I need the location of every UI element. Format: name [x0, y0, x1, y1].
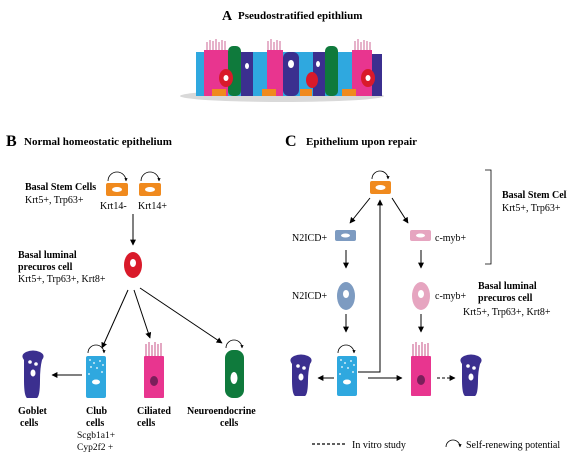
- panel-a-letter: A: [222, 9, 233, 24]
- b-ciliated-label2: cells: [137, 418, 155, 429]
- c-cmyb-basal-label: c-myb+: [435, 233, 467, 244]
- b-club-label2: cells: [86, 418, 104, 429]
- b-basal-stem-cells-label: Basal Stem Cells: [25, 182, 96, 193]
- c-arrow-to-cmyb: [391, 197, 409, 224]
- panel-c-letter: C: [285, 133, 297, 150]
- c-goblet-cell-left: [290, 354, 312, 396]
- b-ciliated-label: Ciliated: [137, 406, 171, 417]
- self-renewing-arrow-icon: [445, 439, 462, 448]
- b-club-label: Club: [86, 406, 108, 417]
- b-basal-luminal-label: Basal luminal: [18, 250, 77, 261]
- c-basal-luminal-label: Basal luminal: [478, 281, 537, 292]
- b-basal-cell-krt14-pos: [139, 171, 161, 196]
- c-n2icd-basal-label: N2ICD+: [292, 233, 327, 244]
- c-basal-luminal-markers: Krt5+, Trp63+, Krt8+: [463, 307, 551, 318]
- b-luminal-precursor-cell: [124, 252, 142, 278]
- b-neuroendocrine-label: Neuroendocrine: [187, 406, 256, 417]
- c-arrow-to-n2icd: [349, 197, 371, 224]
- panel-b-title: Normal homeostatic epithelium: [24, 136, 172, 148]
- c-cmyb-luminal-label: c-myb+: [435, 291, 467, 302]
- b-basal-stem-markers: Krt5+, Trp63+: [25, 195, 84, 206]
- b-club-marker1: Scgb1a1+: [77, 431, 115, 441]
- b-basal-cell-krt14-neg: [106, 171, 128, 196]
- c-basal-stem-cell: [370, 170, 391, 194]
- c-n2icd-luminal-label: N2ICD+: [292, 291, 327, 302]
- c-stem-bracket: [485, 169, 492, 265]
- b-basal-luminal-markers: Krt5+, Trp63+, Krt8+: [18, 274, 106, 285]
- legend-self-renewing-label: Self-renewing potential: [466, 440, 560, 451]
- b-arrow-to-club: [101, 289, 129, 349]
- b-club-cell: [86, 344, 106, 398]
- b-neuroendocrine-label2: cells: [220, 418, 238, 429]
- c-cmyb-luminal-cell: [412, 282, 430, 310]
- c-ciliated-cell: [411, 342, 431, 396]
- b-basal-luminal-label2: precuros cell: [18, 262, 73, 273]
- c-club-cell: [337, 344, 357, 396]
- b-krt14-pos-label: Krt14+: [138, 201, 167, 212]
- b-arrow-to-neuroendocrine: [139, 287, 223, 344]
- b-goblet-label2: cells: [20, 418, 38, 429]
- b-krt14-neg-label: Krt14-: [100, 201, 127, 212]
- c-n2icd-basal-cell: [335, 230, 356, 241]
- b-goblet-cell: [22, 350, 44, 398]
- legend-in-vitro-label: In vitro study: [352, 440, 406, 451]
- b-arrow-to-ciliated: [133, 289, 152, 339]
- c-basal-stem-cells-label: Basal Stem Cells: [502, 190, 567, 201]
- b-neuroendocrine-cell: [225, 339, 244, 398]
- panel-a-title: Pseudostratified epithlium: [238, 10, 362, 22]
- cilia-tufts: [206, 39, 371, 50]
- panel-c-title: Epithelium upon repair: [306, 136, 417, 148]
- pseudostratified-epithelium-illustration: [180, 39, 384, 102]
- b-goblet-label: Goblet: [18, 406, 48, 417]
- c-basal-stem-markers: Krt5+, Trp63+: [502, 203, 561, 214]
- panel-b-letter: B: [6, 133, 17, 150]
- c-n2icd-luminal-cell: [337, 282, 355, 310]
- b-club-marker2: Cyp2f2 +: [77, 442, 113, 453]
- b-ciliated-cell: [144, 342, 164, 398]
- c-arrow-club-to-stem: [358, 199, 383, 373]
- c-cmyb-basal-cell: [410, 230, 431, 241]
- c-goblet-cell-right: [460, 354, 482, 396]
- c-basal-luminal-label2: precuros cell: [478, 293, 533, 304]
